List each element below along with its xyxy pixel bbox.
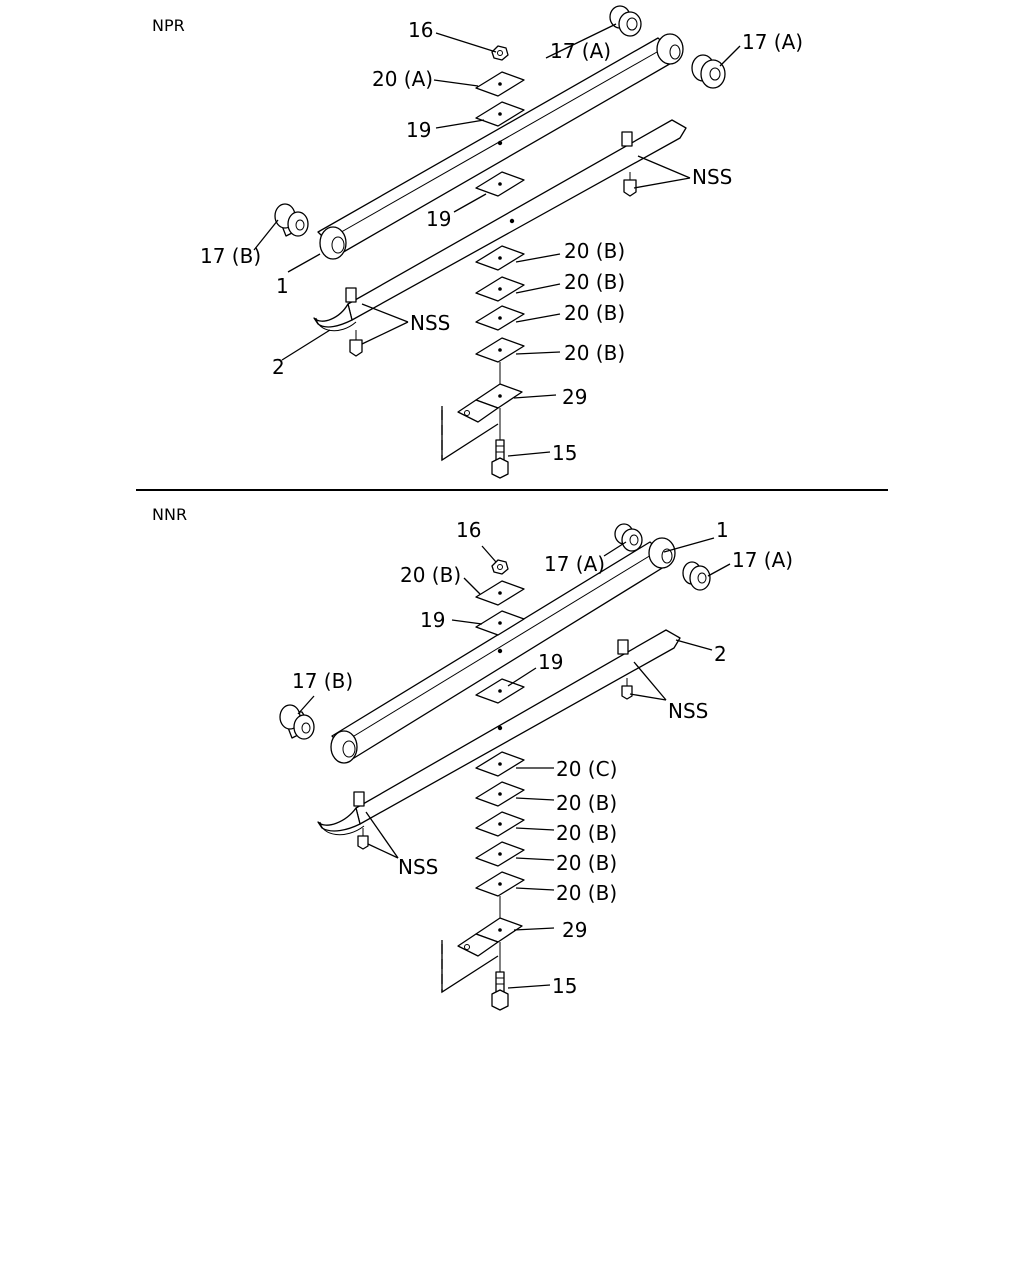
nnr-label-20b-2: 20 (B) [556,821,617,845]
npr-leader-lines [253,23,741,457]
npr-plate-20b-3 [475,305,525,331]
npr-section-title: NPR [152,16,185,35]
npr-label-20a: 20 (A) [372,67,433,91]
nnr-nss-clip-left [357,828,369,850]
nnr-label-17a-right: 17 (A) [732,548,793,572]
nnr-leaf-spring-1 [330,537,676,764]
npr-label-29: 29 [562,385,587,409]
nnr-plate-19-top [475,610,525,636]
nnr-label-19-top: 19 [420,608,445,632]
nnr-label-20c: 20 (C) [556,757,617,781]
nnr-section: NNR [152,505,793,1011]
nnr-leader-lines [297,537,731,989]
npr-label-19-mid: 19 [426,207,451,231]
npr-bushing-17b [274,203,309,237]
npr-label-17a-left: 17 (A) [550,39,611,63]
nnr-label-19-mid: 19 [538,650,563,674]
nnr-label-2: 2 [714,642,727,666]
nnr-label-20b-3: 20 (B) [556,851,617,875]
npr-plate-20a [475,71,525,97]
nnr-bushing-17b [279,704,315,740]
npr-bolt-15 [491,408,509,479]
npr-section: NPR [152,5,803,479]
npr-label-16: 16 [408,18,433,42]
npr-bushing-17a-upper [609,5,642,37]
npr-bushing-17a-right [691,54,726,89]
npr-nss-clip-right [623,172,637,197]
npr-nss-clip-left [349,330,363,357]
nnr-bracket-29 [457,917,523,957]
npr-label-nss-right: NSS [692,165,732,189]
nnr-plate-20b-2 [475,811,525,837]
nnr-nss-clip-right [621,678,633,700]
npr-label-nss-left: NSS [410,311,450,335]
nnr-plate-20b-1 [475,781,525,807]
npr-label-20b-2: 20 (B) [564,270,625,294]
nnr-label-20b-4: 20 (B) [556,881,617,905]
nnr-nut-16 [491,559,509,575]
npr-label-17b: 17 (B) [200,244,261,268]
nnr-label-16: 16 [456,518,481,542]
nnr-leaf-spring-2 [317,629,681,836]
npr-leaf-spring-1 [317,33,684,260]
nnr-label-20b-top: 20 (B) [400,563,461,587]
npr-label-20b-3: 20 (B) [564,301,625,325]
nnr-label-nss-left: NSS [398,855,438,879]
npr-plate-20b-2 [475,276,525,302]
npr-bracket-29 [457,383,523,423]
nnr-label-nss-right: NSS [668,699,708,723]
nnr-plate-20b-3 [475,841,525,867]
nnr-label-17b: 17 (B) [292,669,353,693]
npr-label-20b-1: 20 (B) [564,239,625,263]
nnr-plate-20c [475,751,525,777]
npr-plate-19-mid [475,171,525,197]
npr-label-1: 1 [276,274,289,298]
nnr-label-1: 1 [716,518,729,542]
npr-nut-16 [491,45,509,61]
nnr-section-title: NNR [152,505,187,524]
nnr-bushing-17a-upper [614,523,643,552]
npr-label-17a-right: 17 (A) [742,30,803,54]
npr-plate-20b-4 [475,337,525,363]
nnr-label-20b-1: 20 (B) [556,791,617,815]
npr-plate-19-top [475,101,525,127]
npr-label-2: 2 [272,355,285,379]
npr-label-19-top: 19 [406,118,431,142]
nnr-plate-20b-top [475,580,525,606]
npr-leaf-spring-2 [313,119,687,332]
nnr-plate-20b-4 [475,871,525,897]
nnr-label-15: 15 [552,974,577,998]
nnr-bolt-15 [491,942,509,1011]
nnr-bushing-17a-right [682,561,711,591]
nnr-label-17a-left: 17 (A) [544,552,605,576]
npr-label-15: 15 [552,441,577,465]
npr-label-20b-4: 20 (B) [564,341,625,365]
nnr-plate-19-mid [475,678,525,704]
nnr-label-29: 29 [562,918,587,942]
npr-plate-20b-1 [475,245,525,271]
